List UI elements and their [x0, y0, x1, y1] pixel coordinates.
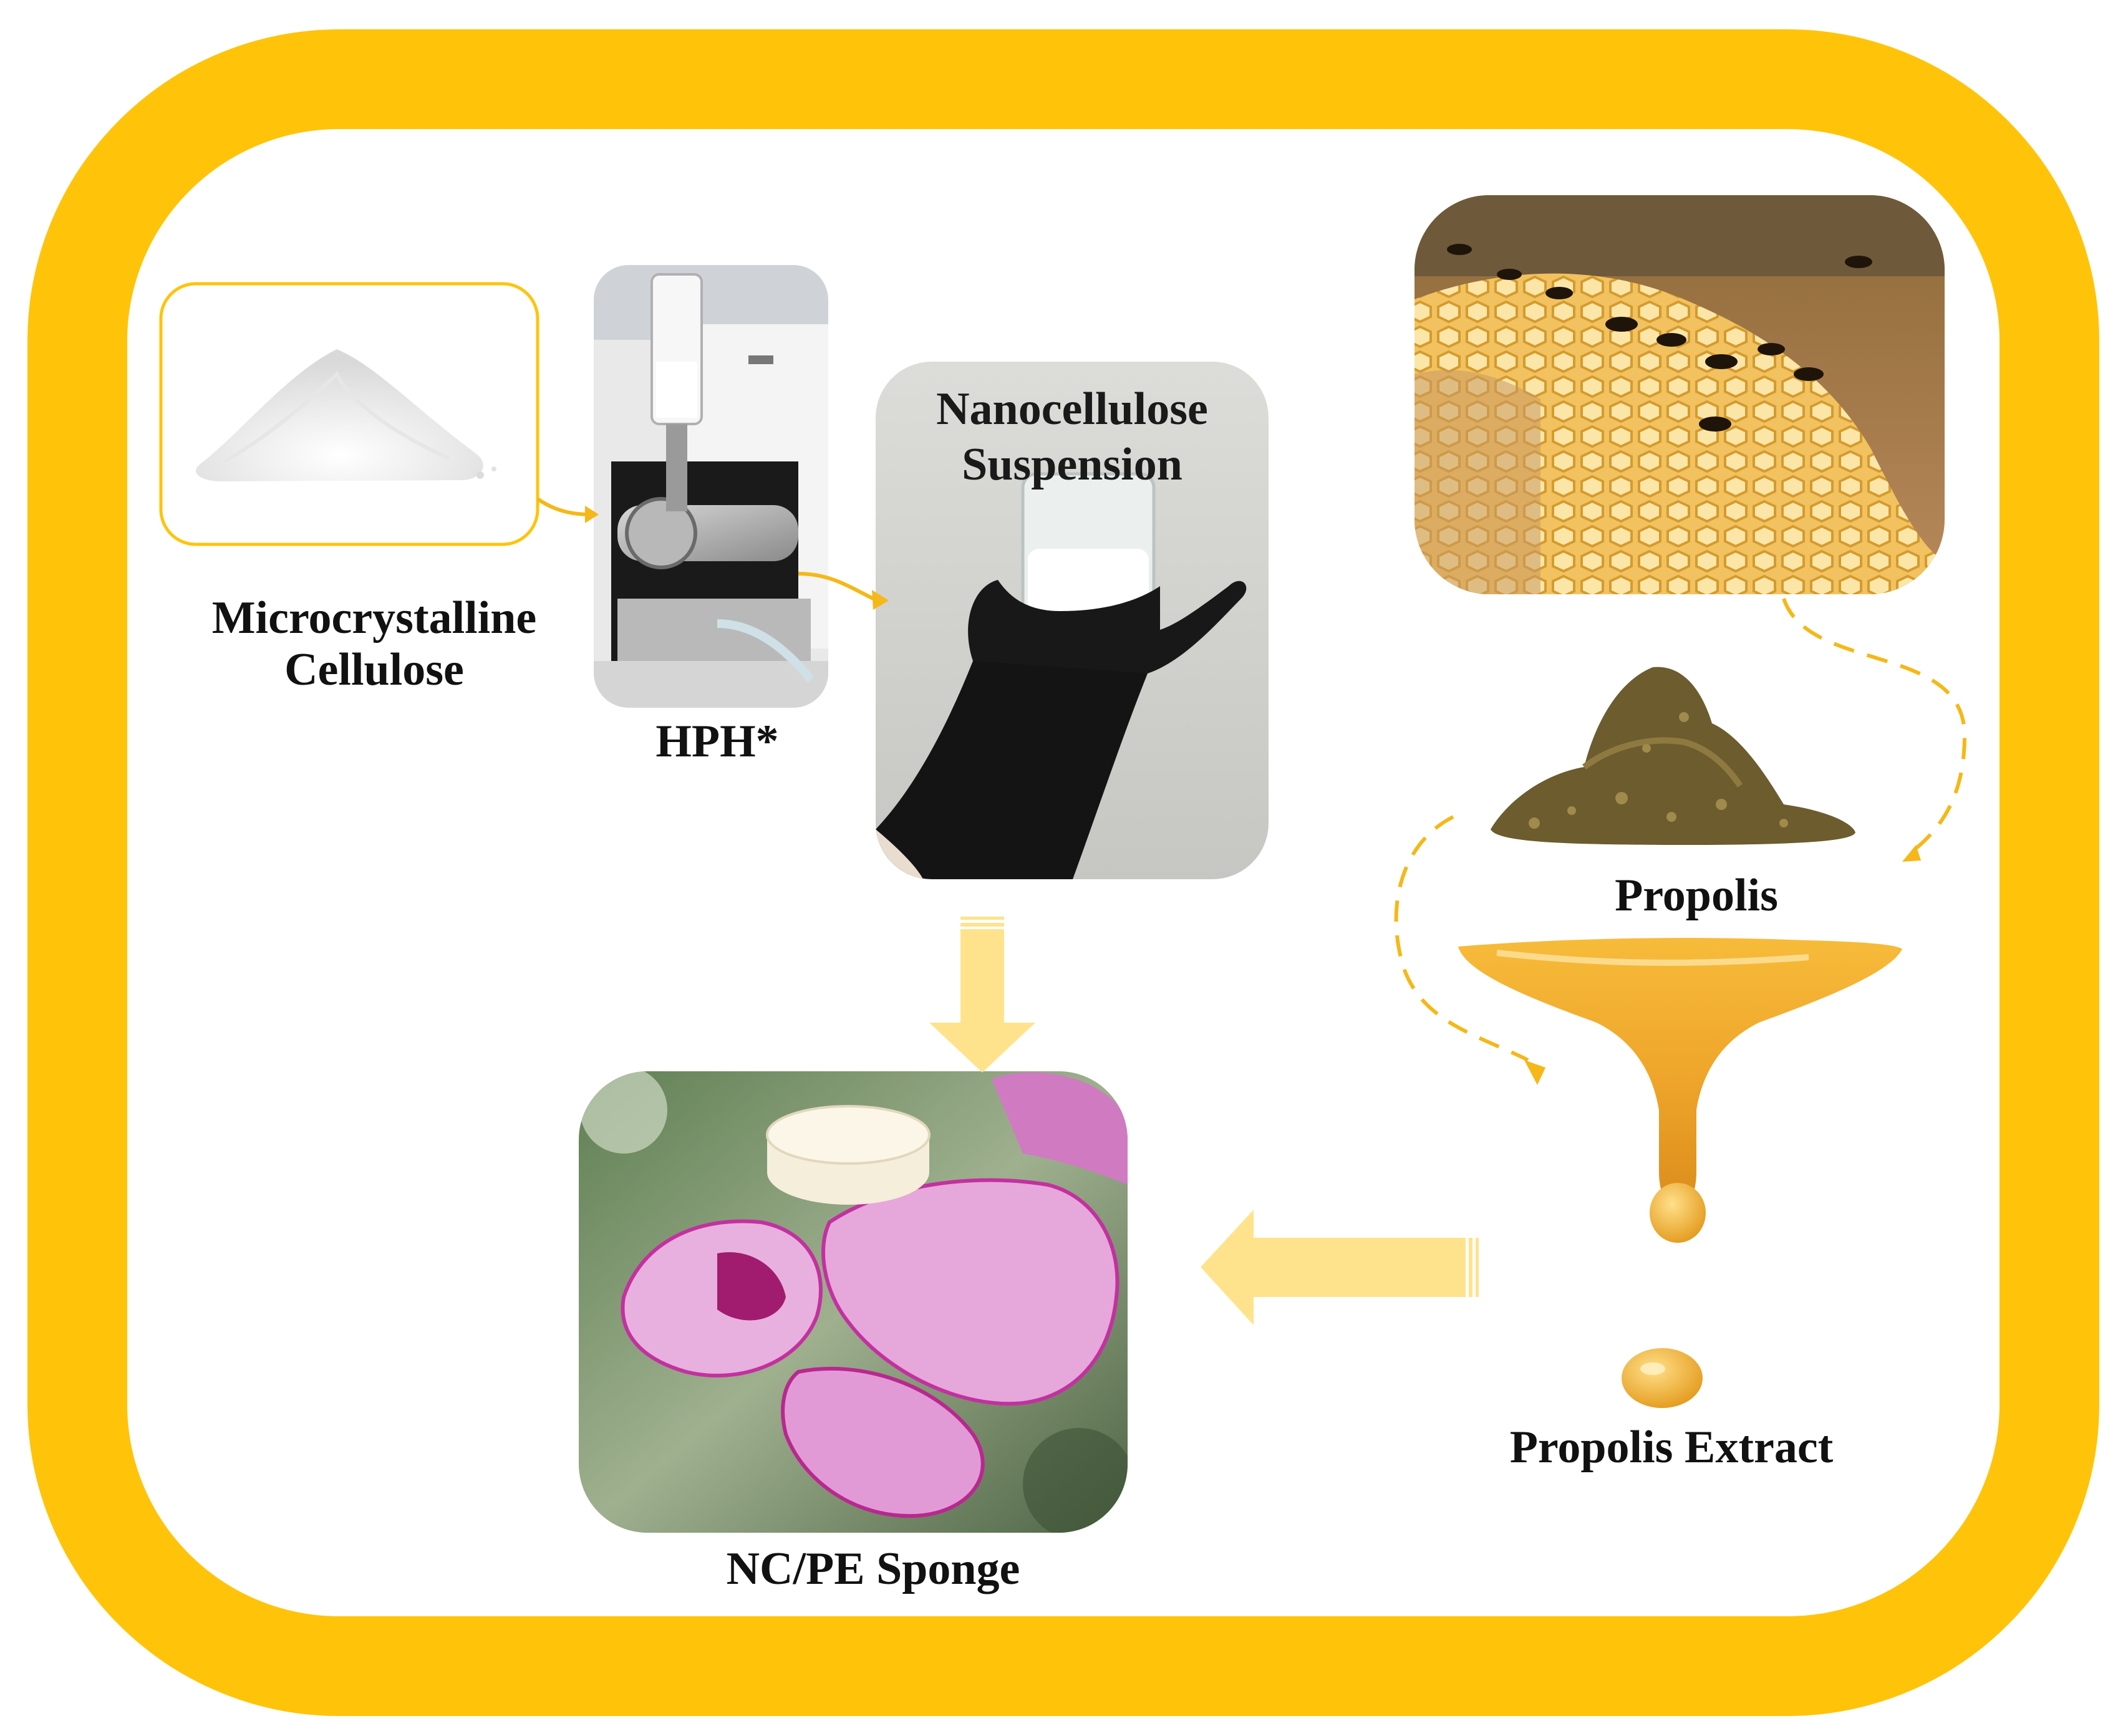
extract-droplet	[1622, 1348, 1703, 1408]
propolis-pile-icon	[1491, 667, 1855, 845]
arrow-left-extract-to-sponge	[1201, 1210, 1479, 1325]
label-nano-line1: Nanocellulose	[936, 383, 1208, 435]
connectors	[536, 497, 1967, 1062]
arrow-down-nano-to-sponge	[929, 917, 1035, 1073]
label-nanocellulose-suspension: Nanocellulose Suspension	[876, 382, 1269, 493]
homogenizer-machine-icon	[594, 265, 828, 708]
outer-frame	[27, 29, 2099, 1716]
orchid-with-sponge-icon	[579, 1071, 1128, 1533]
label-microcrystalline-cellulose: Microcrystalline Cellulose	[150, 592, 599, 696]
label-mcc-line2: Cellulose	[284, 644, 464, 695]
powder-pile-icon	[159, 282, 539, 546]
label-nano-line2: Suspension	[962, 438, 1182, 490]
honeycomb-with-bees-icon	[1415, 195, 1945, 594]
connector-mcc-to-hph	[536, 497, 590, 516]
beaker-in-glove-icon	[876, 362, 1269, 879]
connector-hph-to-nano	[798, 572, 874, 600]
label-hph: HPH*	[655, 716, 779, 767]
label-mcc-line1: Microcrystalline	[211, 592, 537, 644]
dashed-propolis-to-extract	[1394, 815, 1529, 1062]
label-nc-pe-sponge: NC/PE Sponge	[726, 1543, 1020, 1594]
honey-drip-icon	[1458, 938, 1902, 1408]
connector-heads	[585, 506, 1921, 1085]
dashed-honeycomb-to-propolis	[1782, 598, 1967, 856]
label-propolis: Propolis	[1615, 870, 1778, 921]
label-propolis-extract: Propolis Extract	[1509, 1422, 1834, 1473]
